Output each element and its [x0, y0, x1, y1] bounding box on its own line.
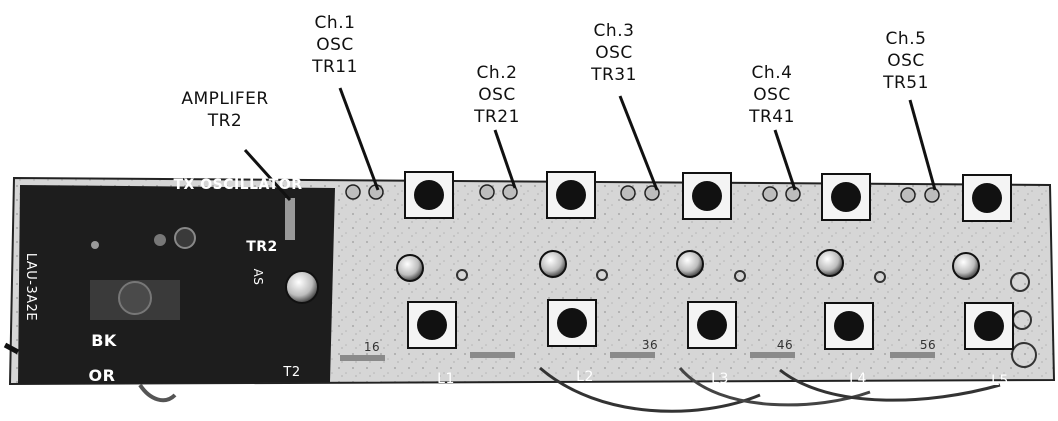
coil-label-l2: L2	[576, 369, 594, 385]
callout-line: Ch.3	[593, 21, 635, 41]
solder-pads	[456, 269, 1037, 368]
callout-line: Ch.2	[476, 63, 518, 83]
callout-line: Ch.4	[751, 63, 793, 83]
part-number: 36	[641, 338, 659, 352]
board-model-label: LAU-3A2E	[23, 252, 38, 322]
wire	[3, 342, 20, 355]
coil-label-l1: L1	[437, 371, 455, 387]
or-board-mark: OR	[88, 366, 116, 385]
board-section-title: TX OSCILLATOR	[173, 177, 303, 193]
callout-line: OSC	[753, 85, 791, 105]
callout-ch1: Ch.1 OSC TR11	[312, 12, 358, 78]
coil-label-l4: L4	[849, 371, 867, 387]
part-number: 56	[919, 338, 937, 352]
callout-line: OSC	[595, 43, 633, 63]
callout-ch2: Ch.2 OSC TR21	[474, 62, 520, 128]
callout-amplifier: AMPLIFER TR2	[181, 88, 268, 132]
as-board-mark: AS	[251, 268, 265, 286]
part-number: 16	[363, 340, 381, 354]
bk-board-mark: BK	[91, 331, 117, 350]
callout-line: TR2	[207, 111, 243, 131]
callout-line: TR21	[474, 107, 520, 127]
callout-line: TR11	[312, 57, 358, 77]
component-cap	[174, 227, 196, 249]
wire	[539, 366, 761, 413]
component-cap	[91, 241, 99, 249]
callout-line: AMPLIFER	[181, 89, 269, 109]
coil-label-l3: L3	[711, 371, 729, 387]
t2-board-mark: T2	[283, 365, 301, 380]
callout-ch4: Ch.4 OSC TR41	[749, 62, 795, 128]
bottom-coil-row	[407, 299, 1014, 350]
callout-line: OSC	[887, 51, 925, 71]
wire	[138, 383, 177, 403]
component-cap	[154, 234, 166, 246]
leader-lines	[243, 87, 937, 202]
top-coil-row	[404, 171, 1012, 222]
tr2-trimmer-knob	[285, 270, 319, 304]
callout-line: Ch.5	[885, 29, 927, 49]
component-cap	[118, 281, 152, 315]
callout-line: TR31	[591, 65, 637, 85]
callout-line: TR41	[749, 107, 795, 127]
callout-ch5: Ch.5 OSC TR51	[883, 28, 929, 94]
tr2-board-mark: TR2	[246, 239, 278, 255]
resistor-strips	[340, 352, 935, 361]
component-resistor	[285, 198, 295, 240]
callout-line: Ch.1	[314, 13, 356, 33]
callout-line: OSC	[478, 85, 516, 105]
wire	[779, 368, 1001, 402]
callout-line: OSC	[316, 35, 354, 55]
part-number: 46	[776, 338, 794, 352]
coil-label-l5: L5	[991, 373, 1009, 389]
trimmer-knob-row	[396, 249, 980, 282]
callout-ch3: Ch.3 OSC TR31	[591, 20, 637, 86]
callout-line: TR51	[883, 73, 929, 93]
